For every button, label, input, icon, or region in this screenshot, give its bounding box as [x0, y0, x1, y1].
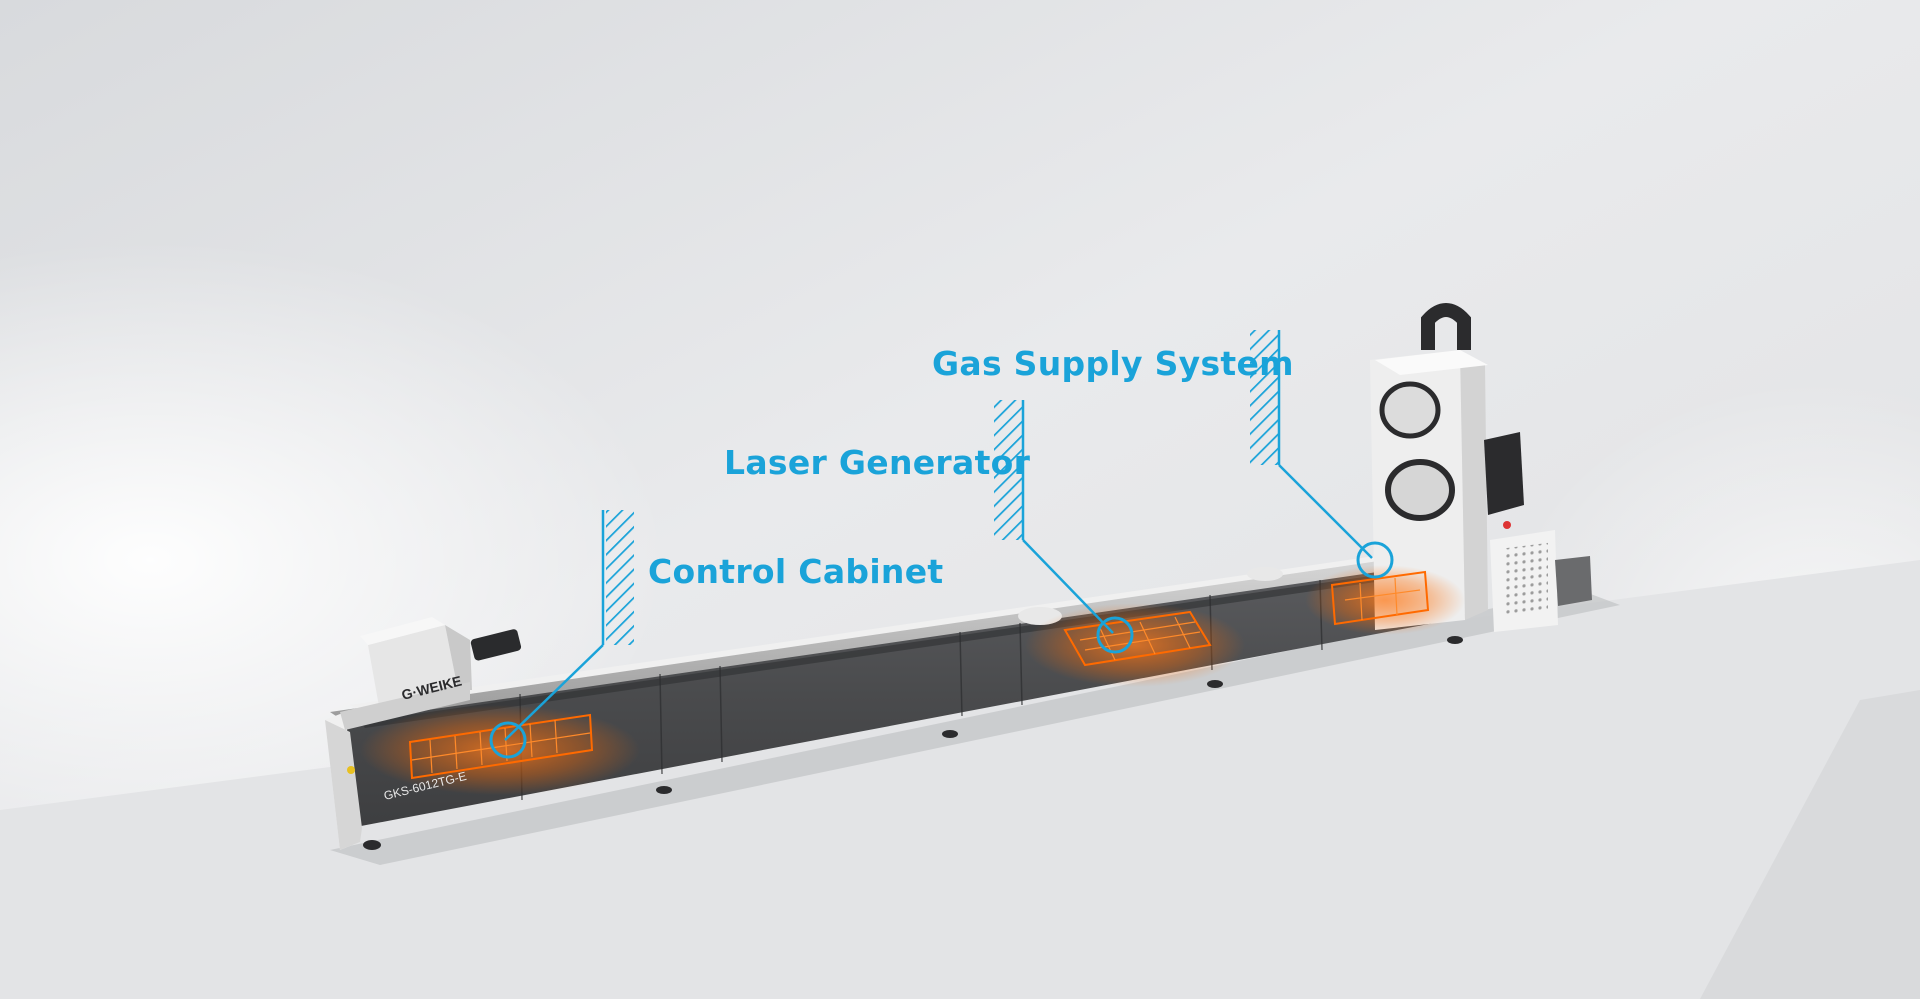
callout-label-laser-generator: Laser Generator	[724, 443, 1031, 482]
callout-laser-generator	[994, 400, 1134, 654]
callout-label-gas-supply-system: Gas Supply System	[932, 344, 1294, 383]
gas-supply-highlight	[1305, 565, 1465, 635]
callout-gas-supply-system	[1250, 330, 1394, 579]
cutting-head-unit	[1370, 303, 1592, 632]
control-cabinet-highlight	[360, 705, 640, 795]
front-chuck	[340, 617, 522, 730]
laser-generator-highlight	[1025, 603, 1245, 687]
machine-rail	[330, 552, 1460, 722]
callout-label-control-cabinet: Control Cabinet	[648, 552, 944, 591]
callout-control-cabinet	[489, 510, 634, 759]
